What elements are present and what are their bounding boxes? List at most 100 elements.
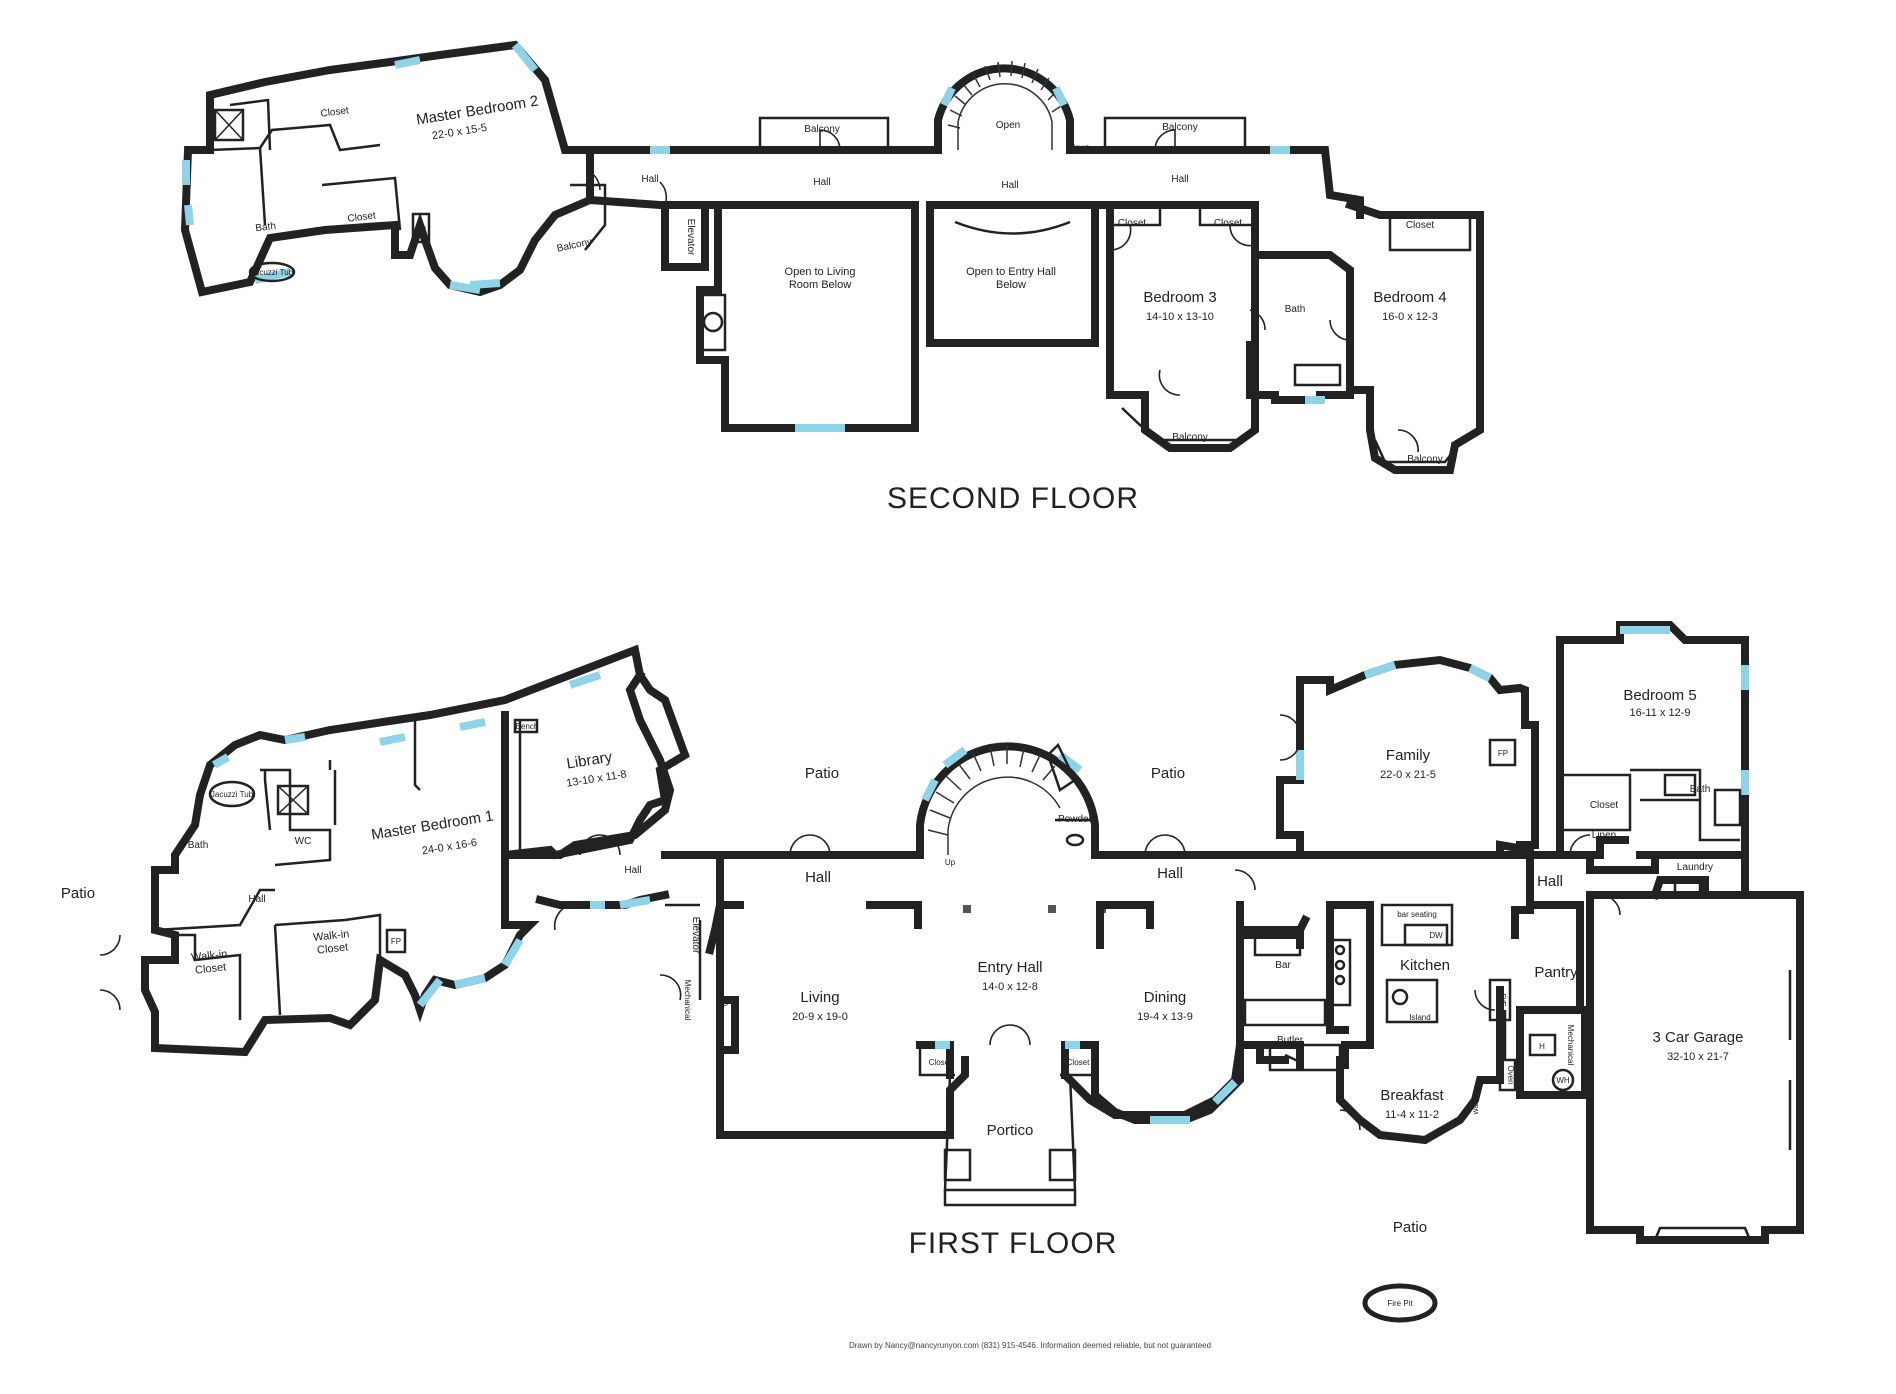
bench-label: Bench bbox=[516, 722, 539, 731]
library-walls bbox=[501, 669, 675, 859]
water-heater-label: WH bbox=[1556, 1076, 1570, 1085]
up-label: Up bbox=[945, 858, 956, 867]
living-size: 20-9 x 19-0 bbox=[792, 1011, 848, 1023]
hall-label: Hall bbox=[641, 174, 658, 185]
jacuzzi-label: Jacuzzi Tub bbox=[211, 790, 254, 799]
mechanical-label: Mechanical bbox=[1566, 1025, 1575, 1066]
spiral-stair-upper bbox=[934, 60, 1074, 154]
spiral-stair-lower bbox=[916, 742, 1099, 859]
balcony-label: Balcony bbox=[1407, 454, 1443, 465]
kitchen-area bbox=[1236, 901, 1517, 1092]
elevator-upper bbox=[661, 201, 709, 271]
breakfast-name: Breakfast bbox=[1380, 1087, 1444, 1104]
second-floor: Master Bedroom 2 22-0 x 15-5 Closet Clos… bbox=[180, 40, 1484, 515]
linen-label: Linen bbox=[1592, 830, 1616, 841]
master-bedroom-1-size: 24-0 x 16-6 bbox=[421, 837, 478, 858]
hall-label: Hall bbox=[1157, 865, 1183, 882]
laundry-label: Laundry bbox=[1677, 862, 1713, 873]
powder-label: Powder bbox=[1058, 814, 1093, 825]
closet-label: Closet bbox=[347, 210, 377, 224]
living-name: Living bbox=[800, 989, 839, 1006]
bedroom-5-size: 16-11 x 12-9 bbox=[1630, 707, 1691, 719]
library-name: Library bbox=[565, 748, 613, 772]
bedroom-4-walls bbox=[1344, 199, 1484, 474]
closet-label: Closet bbox=[1406, 220, 1435, 231]
dining-size: 19-4 x 13-9 bbox=[1137, 1011, 1193, 1023]
walkin-closet-label: Walk-in Closet bbox=[190, 950, 228, 977]
bedroom-5-walls bbox=[1556, 621, 1749, 874]
family-name: Family bbox=[1386, 747, 1431, 764]
bath-label: Bath bbox=[1285, 304, 1306, 315]
garage-size: 32-10 x 21-7 bbox=[1667, 1051, 1729, 1063]
open-to-living-room bbox=[696, 201, 919, 432]
patio-label: Patio bbox=[61, 885, 95, 902]
hall-label: Hall bbox=[1001, 180, 1018, 191]
bedroom-3-size: 14-10 x 13-10 bbox=[1146, 311, 1214, 323]
closet-label: Closet bbox=[929, 1058, 952, 1067]
wash-label: wash bbox=[1471, 1096, 1480, 1116]
library-size: 13-10 x 11-8 bbox=[565, 768, 627, 789]
bar-seating-label: bar seating bbox=[1397, 910, 1437, 919]
balcony-right bbox=[1103, 116, 1247, 150]
balcony-label: Balcony bbox=[804, 124, 840, 135]
walkin-closet-label: Walk-in Closet bbox=[312, 930, 350, 957]
patio-label: Patio bbox=[1393, 1219, 1427, 1236]
hall-label: Hall bbox=[248, 894, 265, 905]
fireplace-label: FP bbox=[391, 937, 401, 946]
closet-label: Closet bbox=[1214, 218, 1243, 229]
credit-line: Drawn by Nancy@nancyrunyon.com (831) 915… bbox=[849, 1341, 1211, 1350]
fireplace-label: FP bbox=[416, 225, 426, 234]
oven-label: Oven bbox=[1506, 1065, 1515, 1084]
fire-pit-label: Fire Pit bbox=[1387, 1299, 1413, 1308]
balcony-left bbox=[758, 116, 890, 150]
patio-label: Patio bbox=[805, 765, 839, 782]
pantry-walls bbox=[1511, 876, 1589, 1099]
entry-hall-size: 14-0 x 12-8 bbox=[982, 981, 1038, 993]
fireplace-label: FP bbox=[1498, 749, 1508, 758]
bedroom-5-name: Bedroom 5 bbox=[1623, 687, 1696, 704]
mechanical-label: Mechanical bbox=[683, 980, 692, 1021]
entry-hall-name: Entry Hall bbox=[977, 959, 1042, 976]
closet-label: Closet bbox=[320, 105, 350, 119]
bedroom-4-name: Bedroom 4 bbox=[1373, 289, 1446, 306]
open-label: Open bbox=[996, 120, 1020, 131]
elevator-label: Elevator bbox=[685, 219, 696, 256]
balcony-label: Balcony bbox=[556, 236, 593, 254]
bedroom-4-size: 16-0 x 12-3 bbox=[1382, 311, 1438, 323]
master-bedroom-2-walls bbox=[180, 40, 594, 297]
portico bbox=[916, 1024, 1099, 1207]
open-to-living-room-label: Open to Living Room Below bbox=[784, 266, 856, 291]
second-floor-hall-walls bbox=[585, 146, 1364, 219]
hall-label: Hall bbox=[1537, 873, 1563, 890]
wc-label: WC bbox=[295, 836, 312, 847]
hvac-label: H bbox=[1539, 1042, 1545, 1051]
dishwasher-label: DW bbox=[1429, 931, 1443, 940]
hall-label: Hall bbox=[1171, 174, 1188, 185]
first-floor: Patio Bath WC Jacuzzi Tub Hall Walk-in C… bbox=[61, 621, 1804, 1323]
master-bedroom-1-walls bbox=[141, 644, 690, 1057]
hall-label: Hall bbox=[813, 177, 830, 188]
jacuzzi-label: Jacuzzi Tub bbox=[251, 268, 294, 277]
open-to-entry-hall-label: Open to Entry Hall Below bbox=[966, 266, 1056, 291]
island-label: Island bbox=[1409, 1013, 1430, 1022]
bedroom-3-walls bbox=[1106, 201, 1259, 452]
pantry-label: Pantry bbox=[1534, 964, 1578, 981]
hall-label: Hall bbox=[805, 869, 831, 886]
elevator-label: Elevator bbox=[690, 917, 701, 954]
closet-label: Closet bbox=[1118, 218, 1147, 229]
balcony-label: Balcony bbox=[1172, 432, 1208, 443]
family-size: 22-0 x 21-5 bbox=[1380, 769, 1436, 781]
bath-upper bbox=[1251, 246, 1354, 404]
fire-pit bbox=[1362, 1283, 1438, 1323]
bath-label: Bath bbox=[1690, 784, 1711, 795]
closet-label: Closet bbox=[1590, 800, 1619, 811]
hall-label: Hall bbox=[624, 865, 641, 876]
kitchen-label: Kitchen bbox=[1400, 957, 1450, 974]
down-label: down bbox=[1070, 143, 1089, 152]
bedroom-3-name: Bedroom 3 bbox=[1143, 289, 1216, 306]
dining-name: Dining bbox=[1144, 989, 1187, 1006]
balcony-label: Balcony bbox=[1162, 122, 1198, 133]
bath-label: Bath bbox=[188, 840, 209, 851]
refrigerator-label: R/F bbox=[1498, 994, 1507, 1007]
